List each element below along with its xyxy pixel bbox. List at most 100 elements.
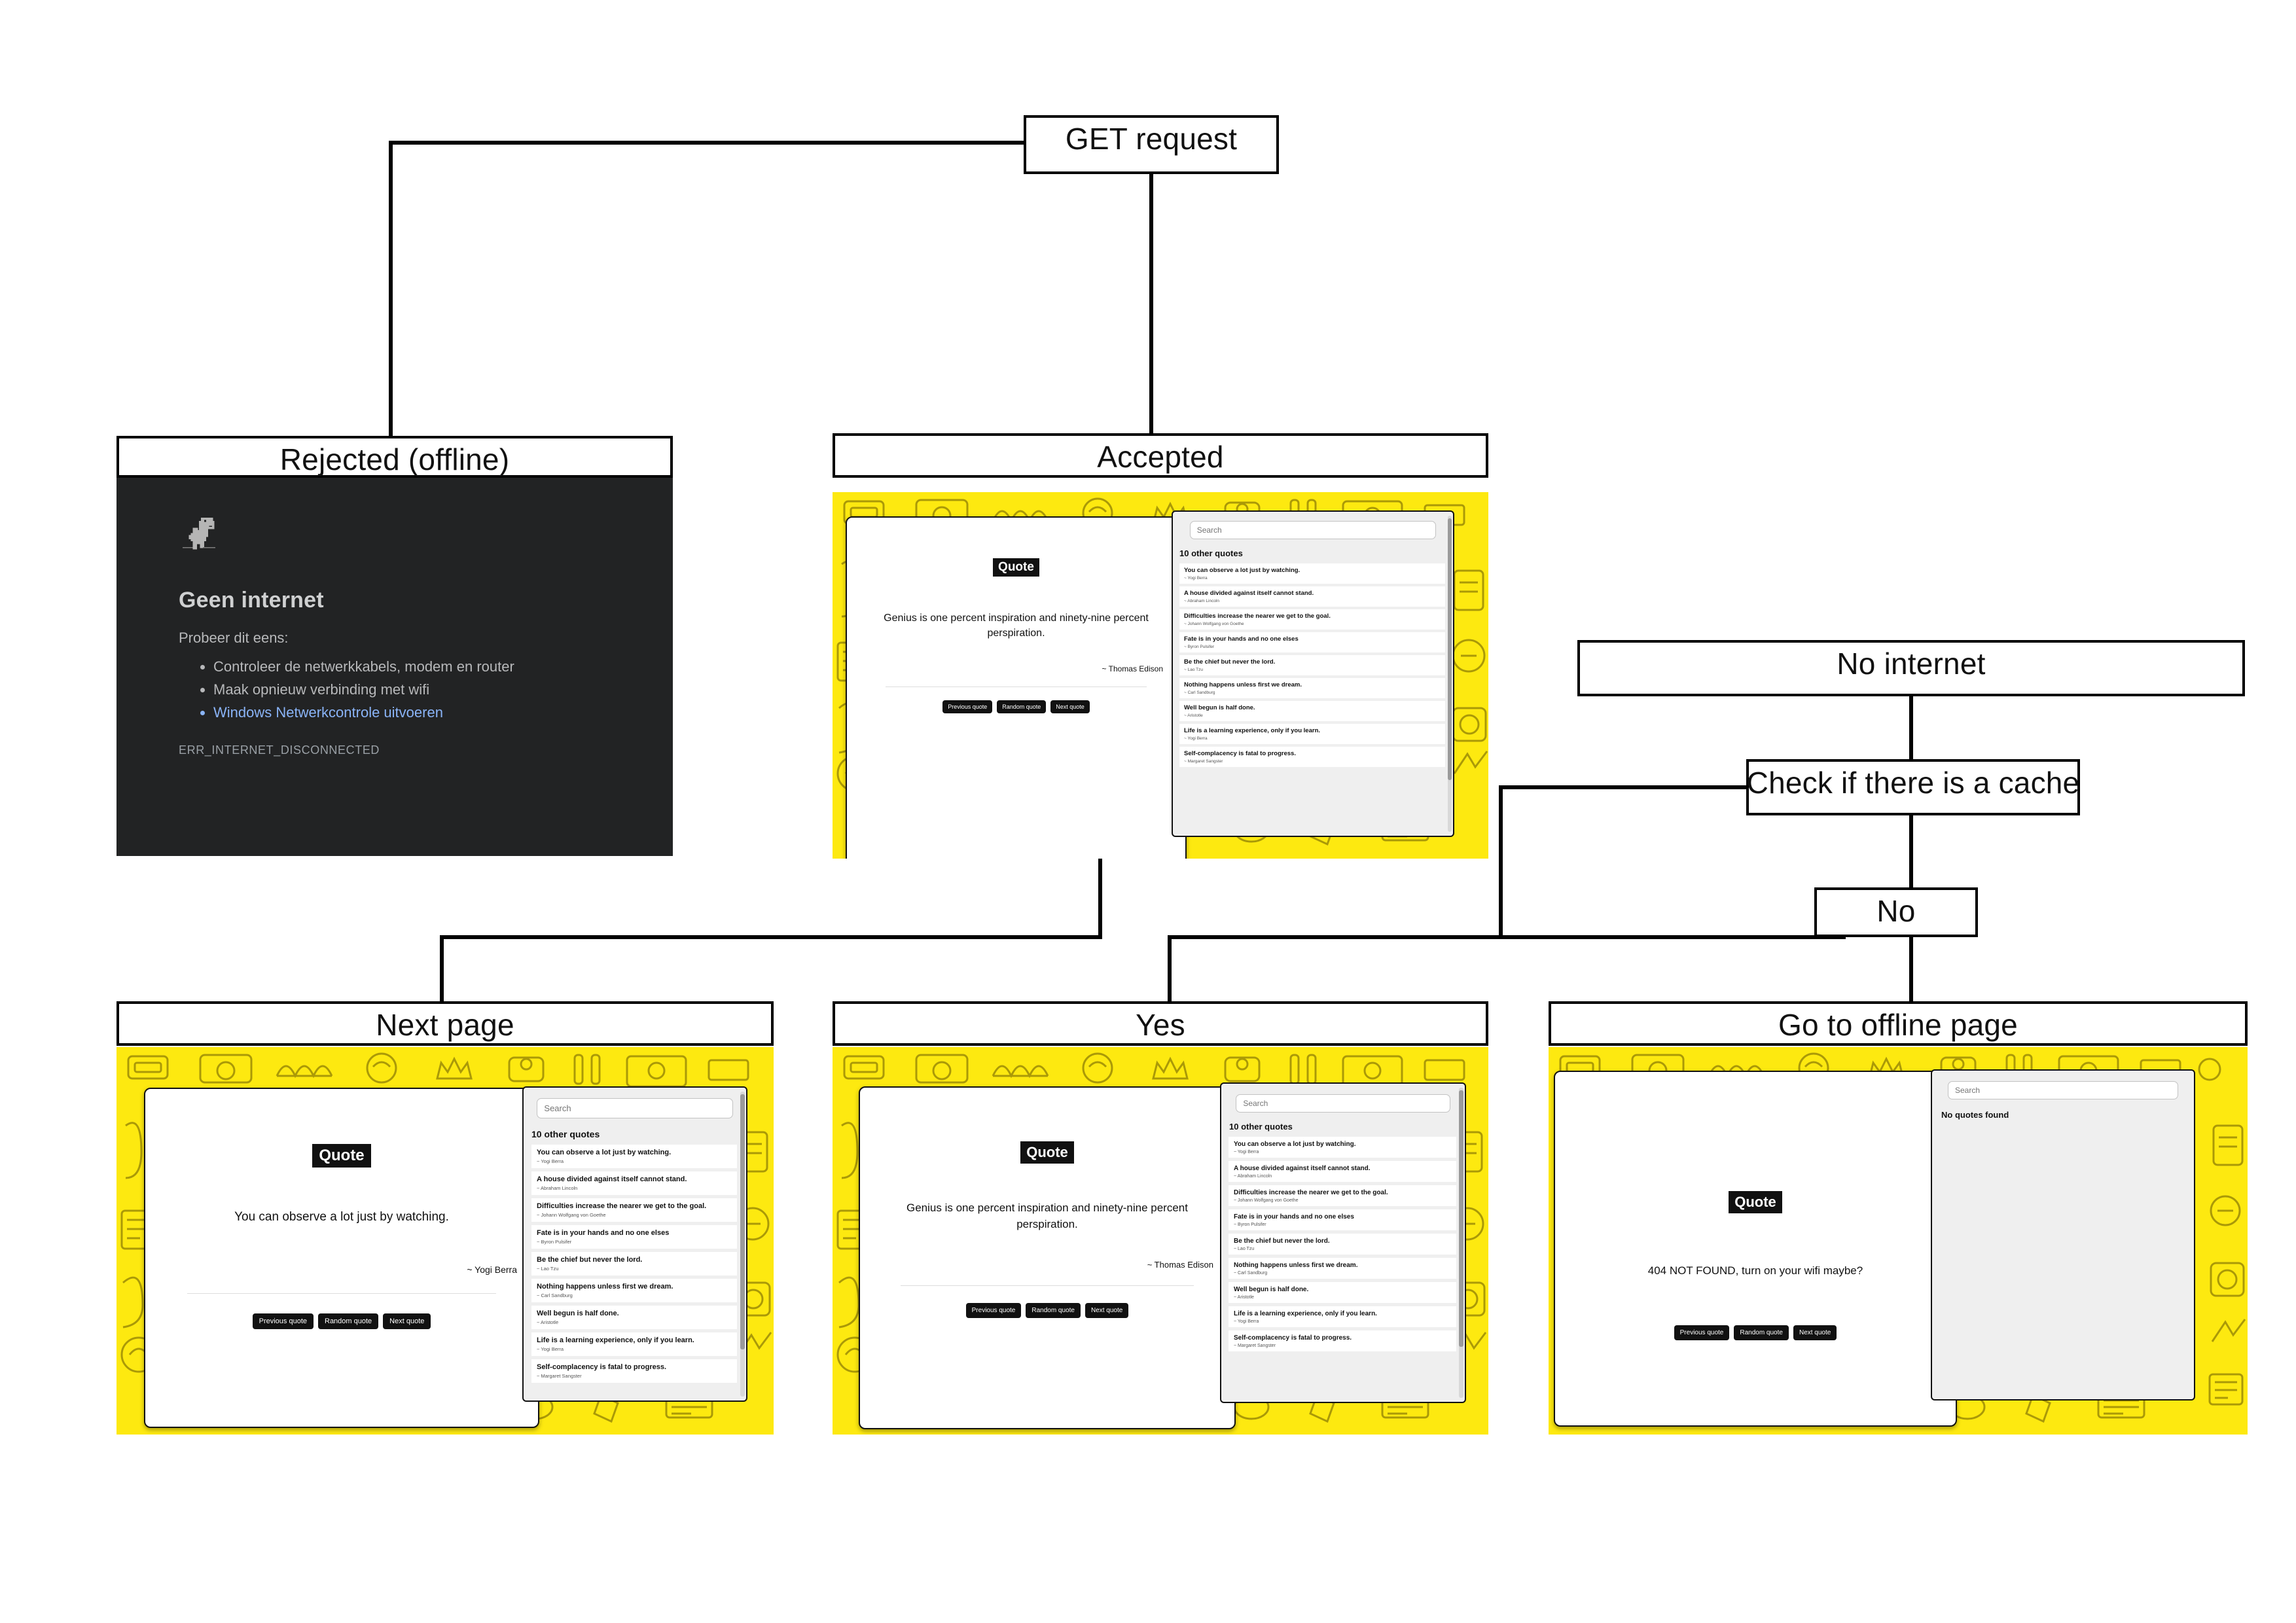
flowbox-yes[interactable]: Yes xyxy=(833,1001,1488,1046)
quote-list-item[interactable]: A house divided against itself cannot st… xyxy=(1179,586,1445,607)
quote-list-item[interactable]: Nothing happens unless first we dream.~ … xyxy=(1179,678,1445,698)
connector-accepted-to-nextpage-v xyxy=(440,935,444,1004)
flowbox-check-cache[interactable]: Check if there is a cache xyxy=(1746,759,2080,815)
quote-list-item[interactable]: Difficulties increase the nearer we get … xyxy=(1229,1185,1456,1206)
quote-list-item[interactable]: Self-complacency is fatal to progress.~ … xyxy=(1179,747,1445,767)
screenshot-yes-app: Quote Genius is one percent inspiration … xyxy=(833,1047,1488,1435)
offline-error-code: ERR_INTERNET_DISCONNECTED xyxy=(179,743,380,757)
quote-side-panel: 10 other quotes You can observe a lot ju… xyxy=(1220,1082,1466,1403)
flowbox-go-offline[interactable]: Go to offline page xyxy=(1549,1001,2248,1046)
flowbox-rejected-label: Rejected (offline) xyxy=(279,442,510,476)
quote-list-item-text: A house divided against itself cannot st… xyxy=(1184,590,1314,597)
random-quote-button[interactable]: Random quote xyxy=(1734,1325,1789,1340)
quote-list-item[interactable]: Difficulties increase the nearer we get … xyxy=(531,1198,737,1222)
quote-list-item[interactable]: Well begun is half done.~ Aristotle xyxy=(1229,1282,1456,1303)
connector-get-to-rejected-h xyxy=(389,141,1024,145)
quote-list-item[interactable]: You can observe a lot just by watching.~… xyxy=(1179,563,1445,584)
next-quote-button[interactable]: Next quote xyxy=(1050,700,1090,714)
next-quote-button[interactable]: Next quote xyxy=(383,1313,431,1329)
quote-brand-badge: Quote xyxy=(312,1144,371,1168)
quote-list-item[interactable]: Fate is in your hands and no one elses~ … xyxy=(1229,1209,1456,1230)
quote-list-item-author: ~ Abraham Lincoln xyxy=(1184,599,1220,603)
search-input[interactable] xyxy=(1236,1094,1450,1113)
quote-list-item[interactable]: Life is a learning experience, only if y… xyxy=(1179,724,1445,744)
flowbox-accepted[interactable]: Accepted xyxy=(833,433,1488,478)
search-input[interactable] xyxy=(1948,1081,2178,1099)
connector-get-to-rejected-v xyxy=(389,141,393,438)
quote-list-item-text: Life is a learning experience, only if y… xyxy=(1234,1310,1377,1317)
flowbox-check-cache-label: Check if there is a cache xyxy=(1746,766,2080,800)
quote-list-item-text: A house divided against itself cannot st… xyxy=(537,1175,687,1183)
quote-list-item-text: A house divided against itself cannot st… xyxy=(1234,1164,1371,1172)
quote-list-item-text: Self-complacency is fatal to progress. xyxy=(537,1363,667,1371)
quote-list-item[interactable]: Difficulties increase the nearer we get … xyxy=(1179,609,1445,630)
quote-list-item-text: Well begun is half done. xyxy=(1234,1285,1309,1293)
random-quote-button[interactable]: Random quote xyxy=(997,700,1047,714)
quote-list-item-author: ~ Margaret Sangster xyxy=(1184,759,1223,764)
quote-list-item-text: Nothing happens unless first we dream. xyxy=(1234,1261,1358,1269)
side-panel-scrollbar[interactable] xyxy=(1448,516,1452,832)
quote-divider xyxy=(187,1293,496,1294)
quote-list-item[interactable]: Life is a learning experience, only if y… xyxy=(531,1332,737,1356)
offline-tip-network-diagnostics-link[interactable]: Windows Netwerkcontrole uitvoeren xyxy=(213,702,514,724)
flowbox-rejected[interactable]: Rejected (offline) xyxy=(117,436,673,478)
quote-list-item[interactable]: Nothing happens unless first we dream.~ … xyxy=(1229,1258,1456,1279)
random-quote-button[interactable]: Random quote xyxy=(318,1313,379,1329)
quote-list-item-author: ~ Carl Sandburg xyxy=(537,1293,573,1298)
quote-list-item[interactable]: Self-complacency is fatal to progress.~ … xyxy=(1229,1330,1456,1351)
quote-list-item[interactable]: Be the chief but never the lord.~ Lao Tz… xyxy=(1229,1234,1456,1255)
quote-list-item[interactable]: Well begun is half done.~ Aristotle xyxy=(1179,701,1445,721)
previous-quote-button[interactable]: Previous quote xyxy=(965,1303,1022,1319)
quote-brand-badge: Quote xyxy=(1020,1141,1074,1164)
quote-list-item-text: Difficulties increase the nearer we get … xyxy=(1234,1188,1388,1196)
side-panel-scrollbar[interactable] xyxy=(1459,1088,1463,1398)
next-quote-button[interactable]: Next quote xyxy=(1793,1325,1837,1340)
random-quote-button[interactable]: Random quote xyxy=(1026,1303,1081,1319)
flowbox-no-internet[interactable]: No internet xyxy=(1577,640,2245,696)
flowbox-next-page[interactable]: Next page xyxy=(117,1001,774,1046)
quote-list-item-text: Life is a learning experience, only if y… xyxy=(537,1336,694,1344)
quote-list-item[interactable]: Fate is in your hands and no one elses~ … xyxy=(1179,632,1445,652)
flowbox-no[interactable]: No xyxy=(1814,887,1978,937)
quote-list-item[interactable]: Nothing happens unless first we dream.~ … xyxy=(531,1279,737,1302)
quote-main-panel: Quote 404 NOT FOUND, turn on your wifi m… xyxy=(1554,1071,1957,1427)
connector-check-left-h xyxy=(1499,785,1748,789)
quote-divider xyxy=(901,1285,1194,1287)
flowbox-get-request[interactable]: GET request xyxy=(1024,115,1279,174)
quote-app-accepted: Quote Genius is one percent inspiration … xyxy=(833,492,1488,859)
quote-list-item[interactable]: Be the chief but never the lord.~ Lao Tz… xyxy=(531,1252,737,1275)
flowbox-no-internet-label: No internet xyxy=(1837,647,1986,681)
connector-accepted-to-nextpage-h xyxy=(440,935,1102,939)
quote-button-group: Previous quote Random quote Next quote xyxy=(942,700,1090,714)
quote-list-item[interactable]: You can observe a lot just by watching.~… xyxy=(1229,1137,1456,1158)
quote-list: You can observe a lot just by watching.~… xyxy=(1173,563,1453,767)
previous-quote-button[interactable]: Previous quote xyxy=(942,700,993,714)
quote-list-item[interactable]: A house divided against itself cannot st… xyxy=(1229,1161,1456,1182)
previous-quote-button[interactable]: Previous quote xyxy=(252,1313,314,1329)
search-input[interactable] xyxy=(1189,521,1437,539)
screenshot-go-offline-app: Quote 404 NOT FOUND, turn on your wifi m… xyxy=(1549,1047,2248,1435)
next-quote-button[interactable]: Next quote xyxy=(1085,1303,1129,1319)
quote-list-item-text: Well begun is half done. xyxy=(1184,704,1255,711)
quote-list-item[interactable]: You can observe a lot just by watching.~… xyxy=(531,1145,737,1168)
quote-list-item[interactable]: Life is a learning experience, only if y… xyxy=(1229,1306,1456,1327)
quote-list-item-author: ~ Yogi Berra xyxy=(537,1158,564,1164)
quote-text: You can observe a lot just by watching. xyxy=(234,1210,449,1224)
offline-tips-list: Controleer de netwerkkabels, modem en ro… xyxy=(195,656,514,724)
quote-brand-badge: Quote xyxy=(993,558,1039,577)
previous-quote-button[interactable]: Previous quote xyxy=(1674,1325,1730,1340)
flowbox-accepted-label: Accepted xyxy=(1097,440,1224,474)
quote-list-item-author: ~ Aristotle xyxy=(1234,1294,1254,1300)
quote-list-item[interactable]: A house divided against itself cannot st… xyxy=(531,1171,737,1195)
connector-get-to-accepted-v xyxy=(1149,171,1153,433)
quote-list-item[interactable]: Fate is in your hands and no one elses~ … xyxy=(531,1225,737,1249)
side-panel-scrollbar[interactable] xyxy=(740,1092,745,1397)
quote-list-item-author: ~ Yogi Berra xyxy=(1184,576,1208,580)
quote-list-item[interactable]: Be the chief but never the lord.~ Lao Tz… xyxy=(1179,655,1445,675)
search-input[interactable] xyxy=(537,1098,733,1118)
quote-list-item[interactable]: Self-complacency is fatal to progress.~ … xyxy=(531,1359,737,1383)
quote-list-item-author: ~ Johann Wolfgang von Goethe xyxy=(537,1212,606,1218)
quote-list-item[interactable]: Well begun is half done.~ Aristotle xyxy=(531,1306,737,1329)
quote-list-item-author: ~ Carl Sandburg xyxy=(1184,690,1215,695)
quote-brand-badge: Quote xyxy=(1729,1191,1782,1213)
